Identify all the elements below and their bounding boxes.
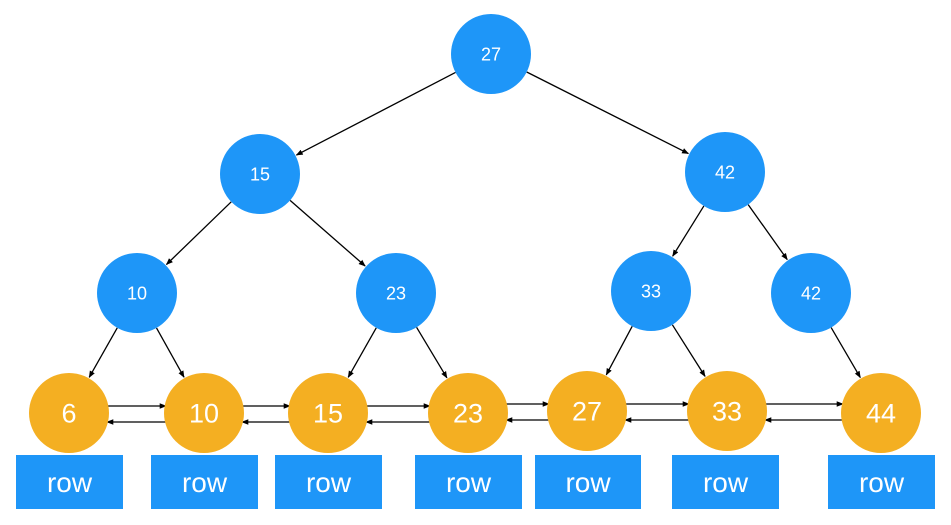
inner-node-circle (611, 251, 691, 331)
leaf-node: 23 (428, 373, 508, 453)
row-box-label: row (446, 467, 492, 498)
tree-edge (416, 326, 448, 379)
row-box-label: row (859, 467, 905, 498)
tree-edge (671, 324, 706, 377)
leaf-node-key: 33 (712, 397, 742, 427)
leaf-node-circle (428, 373, 508, 453)
inner-node-circle (356, 253, 436, 333)
inner-node: 33 (611, 251, 691, 331)
row-box: row (151, 455, 258, 509)
inner-node-circle (771, 253, 851, 333)
leaf-node-key: 15 (313, 399, 343, 429)
row-box-rect (828, 455, 935, 509)
tree-edge (155, 327, 185, 378)
leaf-node-circle (29, 373, 109, 453)
row-box-rect (672, 455, 779, 509)
row-box-label: row (565, 467, 611, 498)
leaf-node-circle (841, 373, 921, 453)
tree-edge (672, 205, 705, 257)
row-box-rect (275, 455, 382, 509)
inner-node-key: 33 (641, 281, 661, 301)
inner-node-key: 42 (801, 283, 821, 303)
leaf-node-circle (288, 373, 368, 453)
row-box-rect (415, 455, 522, 509)
inner-node-key: 27 (481, 44, 501, 64)
leaf-node-circle (687, 371, 767, 451)
tree-edges (88, 71, 861, 379)
row-box-rect (535, 455, 641, 509)
row-box: row (16, 455, 123, 509)
leaf-links (105, 401, 844, 425)
inner-node-circle (97, 253, 177, 333)
inner-node-key: 42 (715, 162, 735, 182)
row-box: row (828, 455, 935, 509)
inner-node-circle (451, 14, 531, 94)
inner-node: 10 (97, 253, 177, 333)
tree-edge (289, 199, 366, 267)
inner-node: 15 (220, 134, 300, 214)
inner-node-circle (685, 132, 765, 212)
inner-node-circle (220, 134, 300, 214)
row-box-rect (16, 455, 123, 509)
row-box: row (415, 455, 522, 509)
leaf-node-key: 44 (866, 399, 896, 429)
tree-edge (526, 71, 690, 155)
leaf-node-circle (164, 373, 244, 453)
inner-node: 42 (685, 132, 765, 212)
row-box: row (672, 455, 779, 509)
leaf-node-key: 6 (61, 399, 76, 429)
inner-node: 23 (356, 253, 436, 333)
tree-edge (165, 201, 232, 265)
row-box-label: row (306, 467, 352, 498)
leaf-node: 27 (547, 371, 627, 451)
tree-edge (88, 327, 118, 378)
tree-edge (747, 204, 788, 261)
inner-node-key: 23 (386, 283, 406, 303)
inner-node-key: 10 (127, 283, 147, 303)
leaf-node: 33 (687, 371, 767, 451)
leaf-node: 10 (164, 373, 244, 453)
row-box-label: row (47, 467, 93, 498)
leaf-node-key: 27 (572, 397, 602, 427)
row-box: row (535, 455, 641, 509)
tree-edge (295, 71, 456, 156)
inner-node-key: 15 (250, 164, 270, 184)
tree-edge (347, 327, 377, 378)
row-boxes: row row row row row row row (16, 455, 935, 509)
leaf-node: 44 (841, 373, 921, 453)
inner-node: 42 (771, 253, 851, 333)
leaf-node-circle (547, 371, 627, 451)
leaf-node-key: 23 (453, 399, 483, 429)
tree-edge (605, 325, 633, 376)
row-box-label: row (703, 467, 749, 498)
row-box: row (275, 455, 382, 509)
leaf-node: 6 (29, 373, 109, 453)
tree-nodes: 27 15 42 10 23 33 42 6 10 15 23 27 33 44 (29, 14, 921, 453)
leaf-node: 15 (288, 373, 368, 453)
row-box-label: row (182, 467, 228, 498)
tree-edge (830, 327, 861, 379)
row-box-rect (151, 455, 258, 509)
leaf-node-key: 10 (189, 399, 219, 429)
inner-node: 27 (451, 14, 531, 94)
